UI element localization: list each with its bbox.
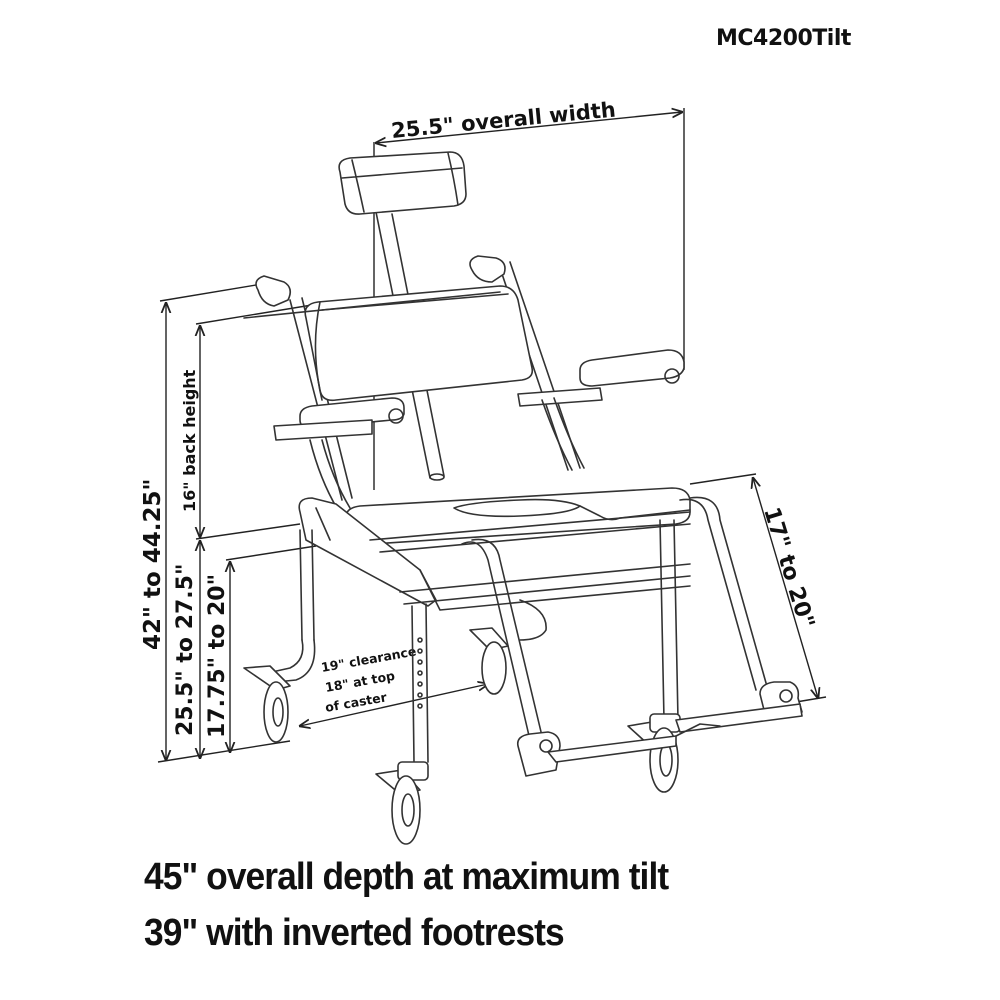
clearance-dimension: 19" clearance 18" at top of caster (300, 643, 488, 726)
chair-diagram: 25.5" overall width 42" to 44.25" 16" ba… (140, 97, 827, 845)
model-name: MC4200Tilt (716, 26, 851, 51)
depth-caption: 45" overall depth at maximum tilt (144, 856, 669, 898)
footrest-dimension: 17" to 20" (689, 473, 827, 704)
inverted-footrest-caption: 39" with inverted footrests (144, 912, 565, 954)
backrest (304, 285, 534, 402)
clearance-label-1: 19" clearance (320, 643, 417, 674)
seat-height-low-label: 17.75" to 20" (205, 574, 230, 738)
chair-drawing (243, 151, 803, 845)
right-armrest (579, 349, 685, 387)
overall-height-label: 42" to 44.25" (140, 478, 166, 650)
footrest-length-label: 17" to 20" (758, 504, 818, 631)
seat-height-label: 25.5" to 27.5" (173, 564, 198, 736)
height-dimensions: 42" to 44.25" 16" back height 25.5" to 2… (140, 283, 319, 763)
left-footplate (516, 731, 561, 777)
back-height-label: 16" back height (180, 369, 199, 512)
overall-width-label: 25.5" overall width (390, 97, 617, 142)
headrest (338, 151, 467, 215)
